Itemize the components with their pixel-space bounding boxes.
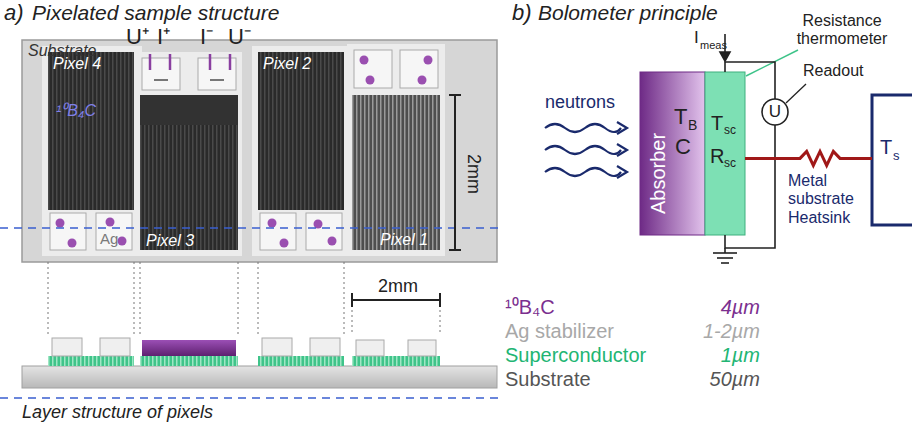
connector [725, 62, 775, 99]
text-label: 1µm [690, 344, 760, 367]
section-line [0, 227, 500, 229]
pixel-absorber [48, 52, 134, 210]
text-label: Resistance thermometer [782, 12, 902, 49]
text-label: Bolometer principle [538, 1, 718, 25]
node-text: sc [724, 157, 736, 171]
pixel-box: Pixel 4 ¹⁰B₄C [48, 52, 134, 210]
node-text: T [674, 104, 687, 129]
text-label: 50µm [690, 368, 760, 391]
node-text: C [675, 134, 691, 159]
thermometer-box: TscRsc [705, 72, 745, 235]
text-label: I [694, 28, 699, 48]
ag-pad [260, 213, 296, 250]
node-text: Pixel 3 [146, 232, 194, 250]
pixel-halo [42, 46, 142, 256]
text-label: a) [4, 0, 24, 25]
ag-pad [142, 58, 180, 90]
pixel-absorber [140, 95, 238, 250]
node-text: T [711, 112, 723, 135]
pad-mark [210, 79, 224, 81]
node-text: U [769, 102, 781, 122]
text-label: I⁻ [200, 24, 213, 49]
text-label: U⁻ [228, 24, 251, 49]
pixel-absorber [258, 52, 344, 210]
text-label: Superconductor [505, 344, 646, 367]
node-text: Absorber [647, 133, 670, 214]
ag-pad [400, 50, 438, 88]
ag-pad [50, 213, 86, 250]
pixel-box: Pixel 1 [352, 50, 440, 250]
text-label: Metal substrate Heatsink [788, 172, 870, 227]
text-label: 2mm [378, 276, 418, 297]
node-text: s [893, 149, 900, 164]
text-label: 2mm [463, 154, 484, 194]
pixel-superconductor [352, 95, 440, 250]
node-text: T [880, 136, 892, 159]
pixel-box: Pixel 2 [258, 52, 344, 210]
ag-pad [96, 213, 132, 250]
text-label: b) [512, 0, 532, 25]
node-text: R [710, 145, 724, 168]
text-label: meas [700, 39, 727, 52]
layer-stack [48, 338, 440, 366]
section-line [0, 397, 500, 399]
contact-dots [56, 56, 433, 248]
text-label: Readout [803, 62, 864, 80]
text-label: neutrons [545, 92, 615, 113]
voltmeter-circle [762, 99, 788, 125]
pixel-box: Pixel 3 [140, 58, 238, 250]
ag-pad [306, 213, 342, 250]
pixel-halo [347, 44, 445, 256]
connector [745, 151, 872, 165]
heatsink-bracket [872, 95, 912, 225]
absorber-box: AbsorberTBC [640, 72, 705, 235]
text-label: ¹⁰B₄C [505, 296, 555, 319]
pixel-halo [252, 46, 350, 256]
text-label: U⁺ [126, 24, 149, 49]
node-text: Pixel 1 [380, 231, 428, 249]
text-label: Ag stabilizer [505, 320, 614, 343]
ag-pad [354, 50, 392, 88]
text-label: 4µm [690, 296, 760, 319]
substrate-layer [22, 366, 497, 388]
substrate-box: SubstratePixel 4¹⁰B₄CPixel 3Pixel 2Pixel… [22, 40, 497, 262]
leader-line [746, 50, 798, 76]
contact-wires [150, 54, 230, 70]
leader-line [786, 84, 806, 103]
text-label: Layer structure of pixels [22, 402, 213, 423]
node-text: ¹⁰B₄C [56, 102, 96, 120]
node-text: Pixel 2 [263, 55, 311, 73]
absorber-block [640, 72, 705, 235]
node-text: Pixel 4 [53, 55, 101, 73]
neutron-waves [545, 122, 627, 178]
dimension-bracket [352, 95, 461, 307]
readout-circle: U [762, 99, 788, 125]
text-label: I⁺ [157, 24, 170, 49]
text-label: Substrate [505, 368, 591, 391]
text-label: Ag [100, 230, 118, 247]
node-text: sc [724, 124, 736, 138]
thermometer-block [705, 72, 745, 235]
pixel-halo [136, 52, 242, 256]
pixel-absorber [140, 95, 238, 125]
pad-mark [154, 79, 168, 81]
heatsink-box: Ts [872, 95, 912, 225]
projection-lines [48, 262, 440, 335]
text-label: Pixelated sample structure [32, 1, 279, 25]
text-label: 1-2µm [690, 320, 760, 343]
node-text: B [688, 117, 697, 133]
